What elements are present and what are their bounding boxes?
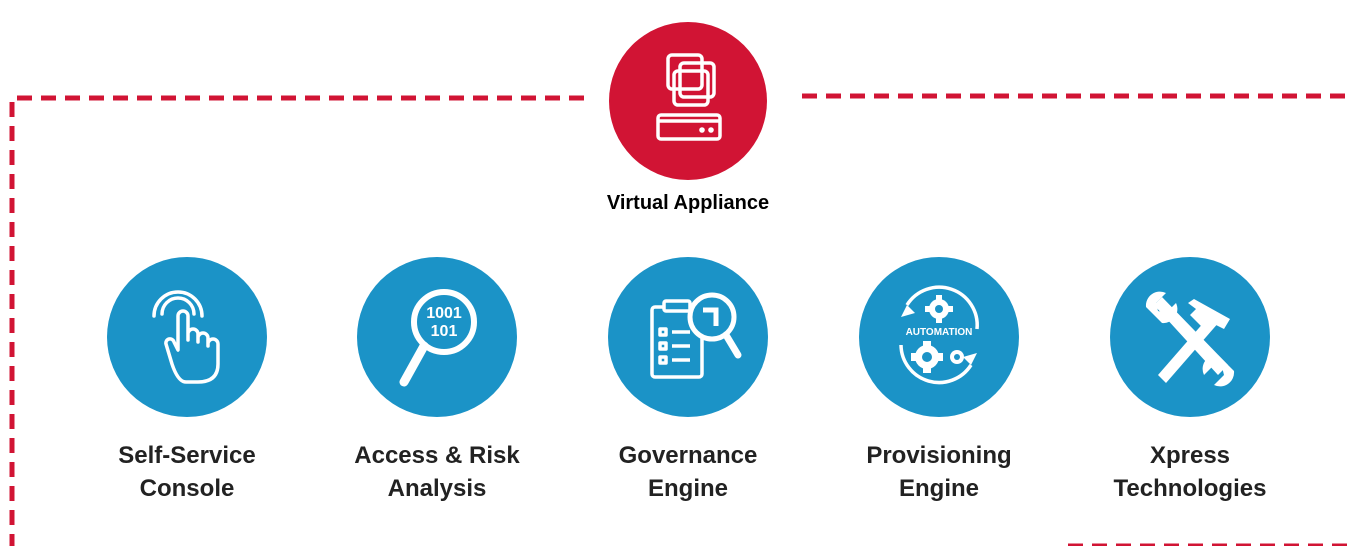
virtual-appliance-icon: [656, 53, 722, 141]
module-label: Governance Engine: [578, 439, 798, 505]
module-label-line1: Governance: [618, 442, 758, 469]
module-disc: 1001 101: [357, 257, 517, 417]
module-label: Access & Risk Analysis: [327, 439, 547, 505]
module-label-line2: Analysis: [387, 475, 487, 502]
module-label-line2: Engine: [898, 475, 979, 502]
module-label: Xpress Technologies: [1080, 439, 1300, 505]
module-disc: [107, 257, 267, 417]
module-disc: [1110, 257, 1270, 417]
module-disc: [608, 257, 768, 417]
module-label: Self-Service Console: [77, 439, 297, 505]
virtual-appliance-node: [609, 22, 767, 180]
module-label-line2: Console: [139, 475, 235, 502]
frame-left-segment: [9, 95, 584, 546]
module-label-line2: Technologies: [1113, 475, 1267, 502]
module-self-service-console: Self-Service Console: [77, 257, 297, 505]
module-label-line1: Xpress: [1149, 442, 1231, 469]
binary-text-1: 1001: [426, 305, 462, 322]
module-xpress-technologies: Xpress Technologies: [1080, 257, 1300, 505]
automation-gears-icon: AUTOMATION: [899, 285, 979, 385]
module-governance-engine: Governance Engine: [578, 257, 798, 505]
binary-text-2: 101: [431, 323, 458, 340]
module-label-line1: Access & Risk: [354, 442, 520, 469]
hammer-wrench-icon: [1145, 291, 1235, 387]
module-label-line1: Self-Service: [118, 442, 256, 469]
module-access-risk-analysis: 1001 101 Access & Risk Analysis: [327, 257, 547, 505]
module-label-line2: Engine: [647, 475, 728, 502]
virtual-appliance-label: Virtual Appliance: [606, 192, 770, 214]
module-label-line1: Provisioning: [866, 442, 1012, 469]
module-disc: AUTOMATION: [859, 257, 1019, 417]
touch-hand-icon: [152, 290, 220, 384]
binary-magnifier-icon: 1001 101: [399, 289, 477, 387]
clipboard-magnifier-icon: [650, 292, 742, 379]
module-label: Provisioning Engine: [829, 439, 1049, 505]
module-provisioning-engine: AUTOMATION Provisioning Engine: [829, 257, 1049, 505]
automation-text: AUTOMATION: [906, 327, 973, 338]
